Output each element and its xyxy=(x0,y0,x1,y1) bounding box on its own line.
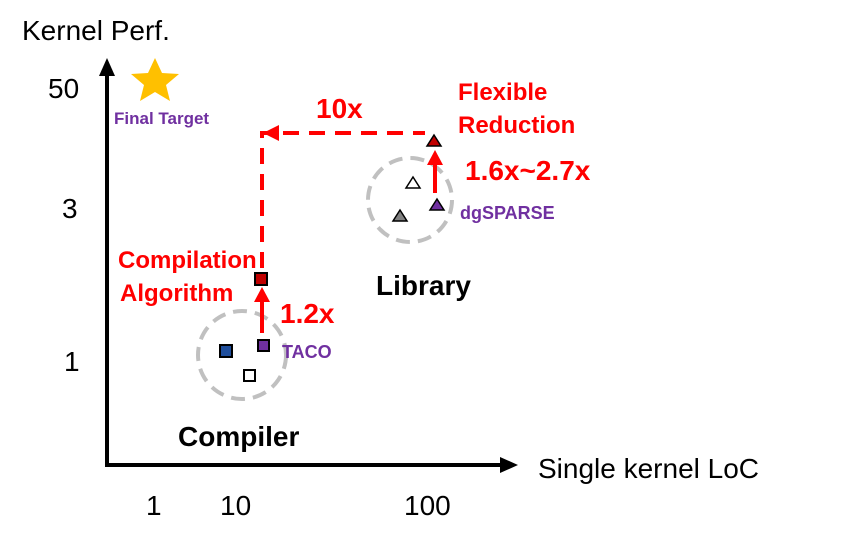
flexible-reduction-marker xyxy=(425,133,443,147)
compilation-algorithm-marker xyxy=(254,272,268,286)
taco-marker xyxy=(257,339,270,352)
speedup-dgsparse-label: 1.6x~2.7x xyxy=(465,155,591,186)
y-tick-50: 50 xyxy=(48,73,79,104)
total-speedup-dashed-path xyxy=(260,131,425,268)
flexible-reduction-label-line1: Flexible xyxy=(458,79,547,106)
x-tick-100: 100 xyxy=(404,490,451,521)
compiler-marker-empty xyxy=(243,369,256,382)
total-speedup-arrowhead xyxy=(263,125,279,141)
flexible-reduction-label-line2: Reduction xyxy=(458,112,575,139)
taco-label: TACO xyxy=(282,342,332,362)
x-axis-arrowhead xyxy=(500,457,518,473)
library-label: Library xyxy=(376,270,471,301)
dgsparse-label: dgSPARSE xyxy=(460,203,555,223)
library-marker-white xyxy=(404,175,422,189)
x-tick-1: 1 xyxy=(146,490,162,521)
compilation-algorithm-label-line2: Algorithm xyxy=(120,280,233,307)
compilation-algorithm-label-line1: Compilation xyxy=(118,247,257,274)
y-axis-arrowhead xyxy=(99,58,115,76)
x-axis-title: Single kernel LoC xyxy=(538,453,759,484)
library-cluster-circle xyxy=(366,156,454,244)
y-axis-title: Kernel Perf. xyxy=(22,15,170,46)
dgsparse-speedup-arrowhead xyxy=(427,150,443,165)
dgsparse-marker xyxy=(428,197,446,211)
compiler-label: Compiler xyxy=(178,421,299,452)
final-target-label: Final Target xyxy=(114,109,209,128)
y-tick-3: 3 xyxy=(62,193,78,224)
speedup-total-label: 10x xyxy=(316,93,363,124)
library-marker-gray xyxy=(391,208,409,222)
star-icon xyxy=(131,58,179,101)
taco-speedup-arrowhead xyxy=(254,287,270,302)
compiler-cluster-circle xyxy=(196,309,288,401)
y-tick-1: 1 xyxy=(64,346,80,377)
compiler-marker-blue xyxy=(219,344,233,358)
x-tick-10: 10 xyxy=(220,490,251,521)
speedup-taco-label: 1.2x xyxy=(280,298,335,329)
